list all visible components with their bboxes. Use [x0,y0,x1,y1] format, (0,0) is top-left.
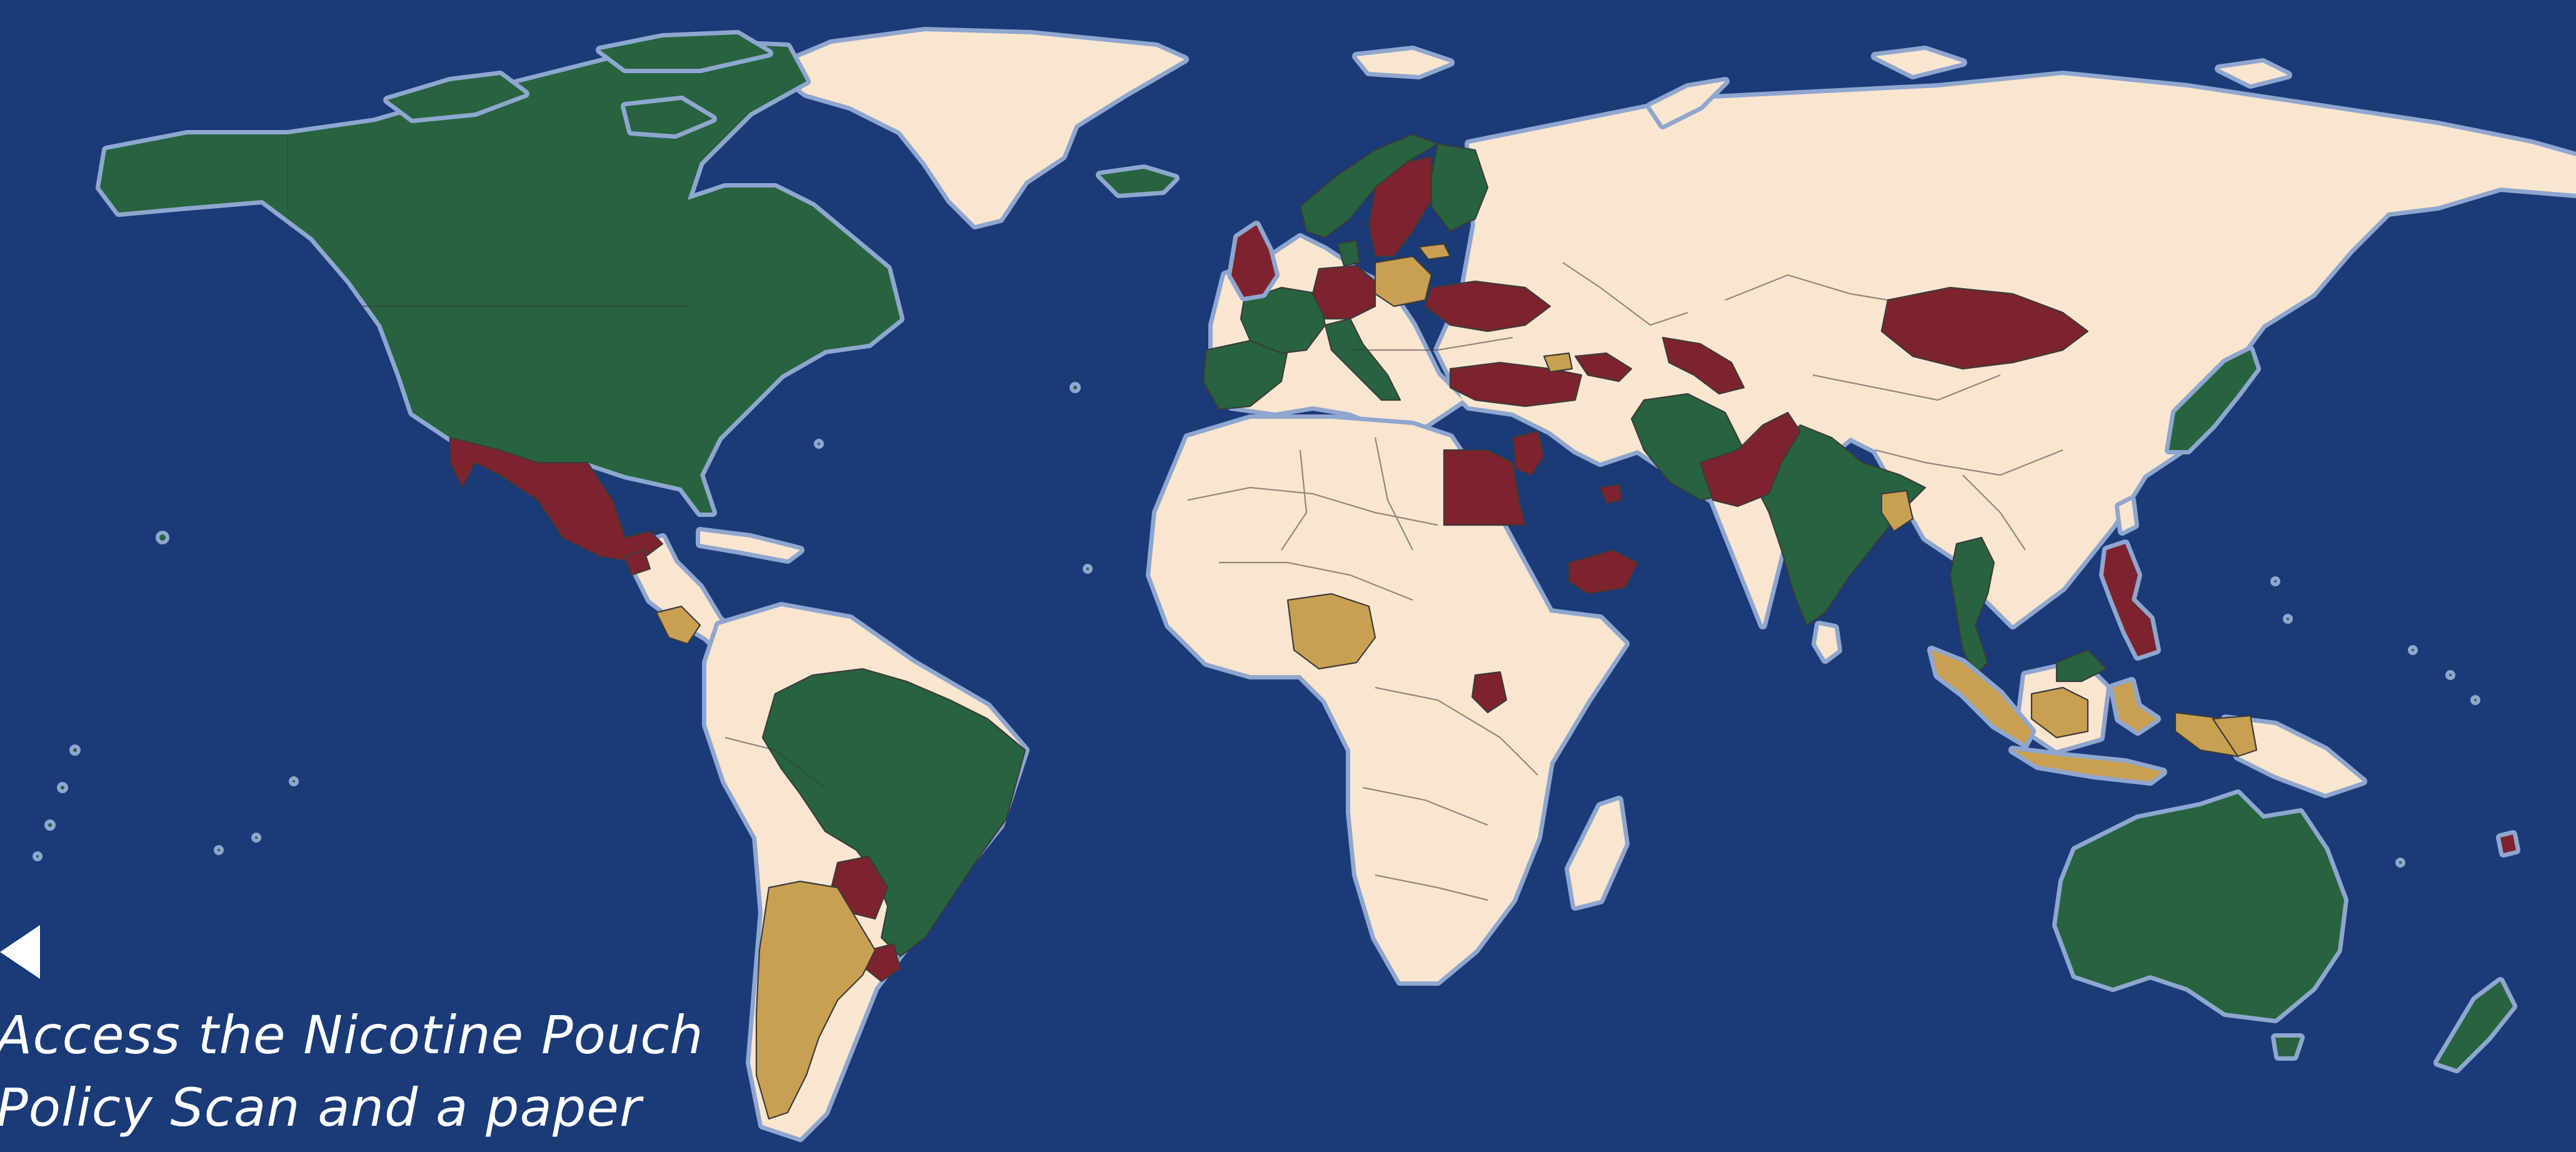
land-cuba [696,527,804,564]
country-bangladesh [1880,489,1914,533]
country-indonesia-sulawesi [2108,677,2161,736]
country-australia [2052,789,2348,1023]
land-severnaya-zemlya [1871,46,1967,79]
country-uk [1227,221,1280,301]
country-india [1755,424,1927,626]
country-germany [1311,264,1376,320]
country-indonesia-sumatra [1927,646,2036,748]
country-japan [2165,346,2261,454]
policy-scan-link[interactable]: Access the Nicotine Pouch Policy Scan an… [0,999,778,1144]
cta-line-1: Access the Nicotine Pouch [0,1004,704,1066]
land-sri-lanka [1812,621,1842,664]
country-iceland [1096,164,1180,198]
pacific-islands [33,382,2480,868]
country-indonesia-java [2008,746,2167,786]
country-brazil [761,668,1026,958]
country-malaysia [2055,649,2108,683]
country-uganda [1471,671,1508,714]
country-france [1240,286,1326,354]
country-italy [1324,318,1401,401]
country-canada-islands-2 [596,30,773,73]
country-argentina [755,880,876,1120]
triangle-left-icon [0,925,40,979]
country-guatemala [624,549,651,576]
country-lithuania [1418,243,1451,261]
land-greenland [768,27,1189,229]
country-honduras-nicaragua [655,605,701,645]
country-thailand [1949,536,1995,676]
country-caucasus [1574,352,1633,383]
country-egypt [1443,449,1526,526]
country-yemen [1568,549,1639,595]
land-madagascar [1565,796,1630,911]
country-levant [1511,430,1545,476]
land-novaya-zemlya [1646,77,1730,129]
cta-line-2: Policy Scan and a paper [0,1077,642,1138]
country-mongolia [1880,286,2089,370]
country-pakistan [1699,411,1802,508]
country-canada-islands [383,71,529,123]
country-ukraine [1424,280,1551,333]
policy-scan-panel: Access the Nicotine Pouch Policy Scan an… [0,925,813,1152]
country-turkey [1449,361,1583,408]
country-armenia [1543,352,1573,373]
country-borders [286,134,2063,901]
country-nigeria [1286,593,1376,670]
country-philippines [2099,539,2161,661]
country-vanuatu [2496,830,2520,858]
country-denmark [1336,239,1361,267]
country-uzbekistan [1661,336,1745,395]
land-svalbard [1352,46,1455,79]
land-new-siberian [2215,58,2292,89]
country-indonesia-kalimantan [2030,686,2089,739]
country-canada-islands-3 [621,96,717,139]
country-png-gold [2212,714,2258,758]
country-tasmania [2271,1033,2305,1061]
country-poland [1374,255,1433,308]
country-sweden [1368,155,1433,258]
country-new-zealand [2433,977,2517,1073]
land-new-guinea [2221,714,2367,798]
land-taiwan [2115,496,2139,536]
previous-slide-button[interactable] [0,925,44,981]
country-gulf [1599,483,1623,504]
